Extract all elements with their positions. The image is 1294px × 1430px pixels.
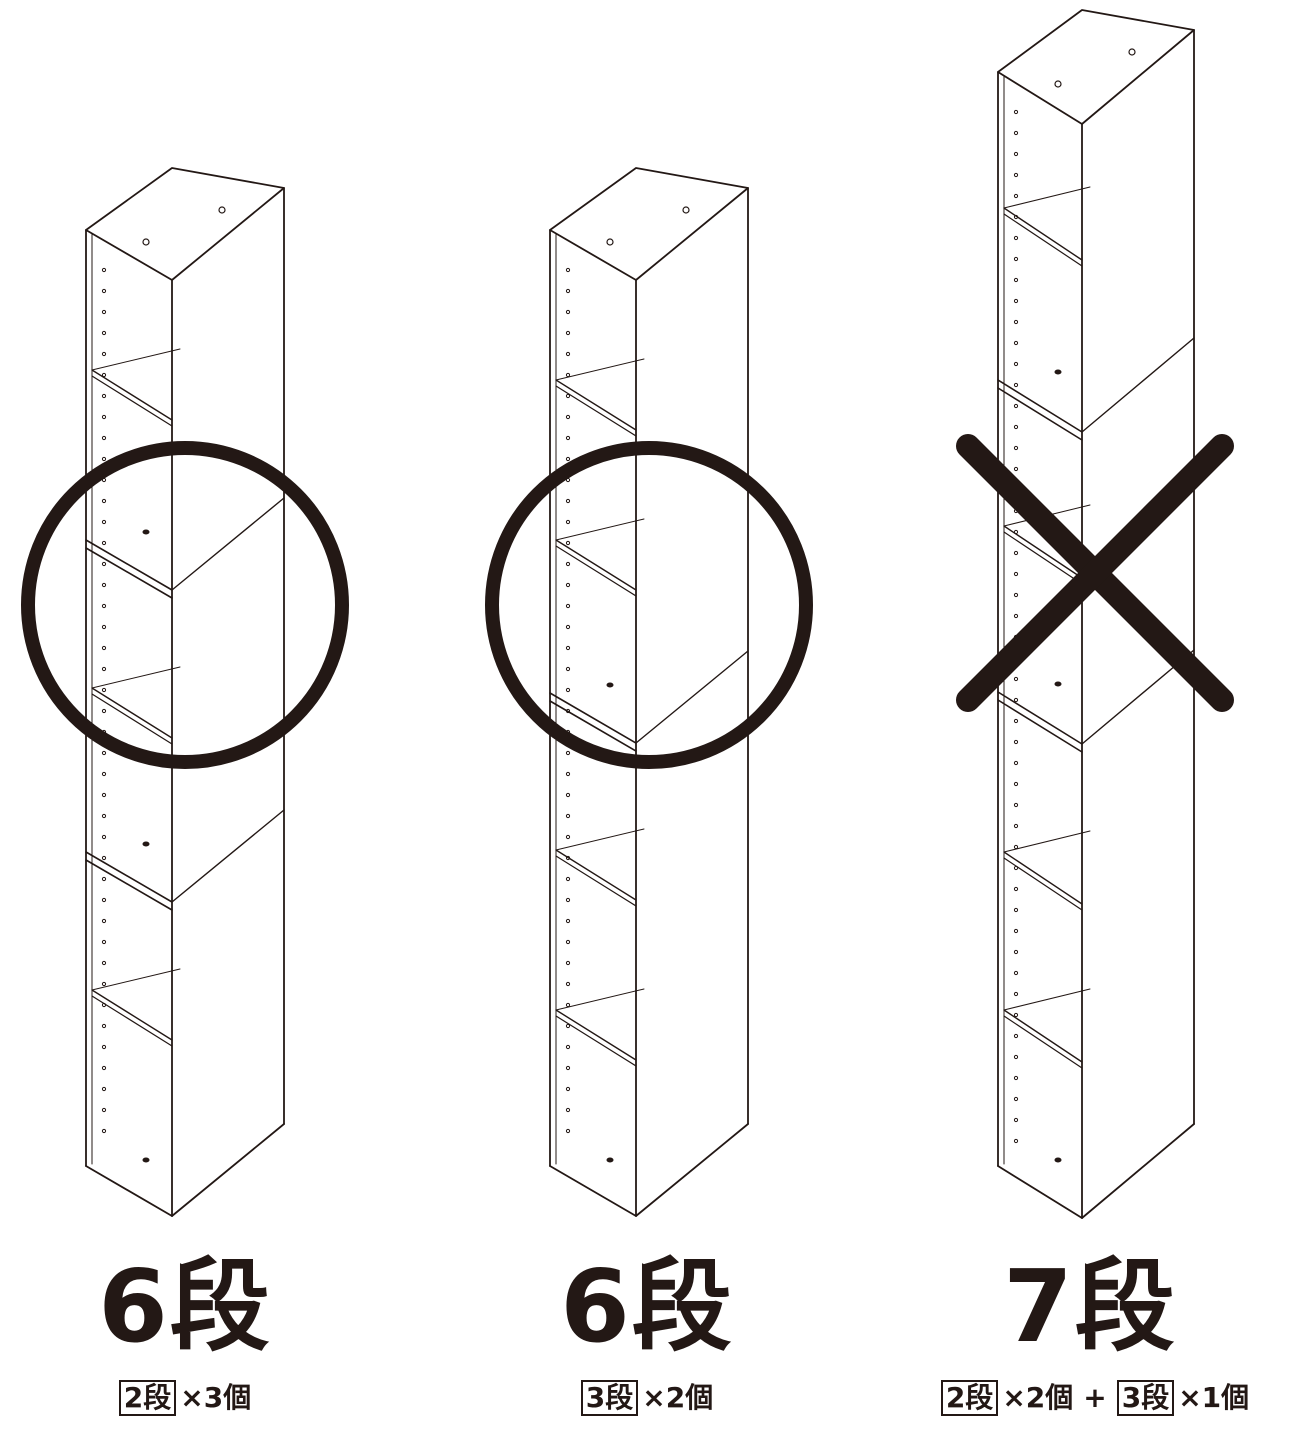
dowel-hole <box>1128 48 1136 56</box>
peg-hole <box>142 1157 150 1163</box>
peg-hole <box>1054 369 1062 375</box>
dowel-hole <box>1054 80 1062 88</box>
config-3-total: 7段 <box>1003 1248 1177 1365</box>
unit-count: ×2個 <box>642 1381 714 1414</box>
peg-hole <box>1054 681 1062 687</box>
peg-hole <box>1054 1157 1062 1163</box>
config-2-combination: 3段×2個 <box>522 1378 772 1418</box>
ok-circle-mark <box>485 441 813 769</box>
unit-badge: 2段 <box>118 1380 177 1416</box>
dowel-hole <box>606 238 614 246</box>
unit-badge: 2段 <box>940 1380 999 1416</box>
peg-hole <box>606 1157 614 1163</box>
peg-hole <box>606 682 614 688</box>
unit-badge: 3段 <box>1116 1380 1175 1416</box>
unit-badge: 3段 <box>580 1380 639 1416</box>
peg-hole <box>142 841 150 847</box>
config-2-total: 6段 <box>560 1248 734 1365</box>
tower-6-stack-2x3 <box>85 167 285 1217</box>
tower-6-stack-3x2 <box>549 167 749 1217</box>
tower-7-stack <box>997 9 1195 1219</box>
unit-count: ×2個 <box>1002 1381 1074 1414</box>
unit-count: ×1個 <box>1178 1381 1250 1414</box>
peg-hole <box>142 529 150 535</box>
dowel-hole <box>682 206 690 214</box>
config-1-total: 6段 <box>98 1248 272 1365</box>
plus-sign: + <box>1083 1381 1107 1414</box>
ok-circle-mark <box>21 441 349 769</box>
config-3-combination: 2段×2個 +3段×1個 <box>900 1378 1290 1418</box>
dowel-hole <box>142 238 150 246</box>
dowel-hole <box>218 206 226 214</box>
unit-count: ×3個 <box>180 1381 252 1414</box>
config-1-combination: 2段×3個 <box>60 1378 310 1418</box>
ng-cross-mark <box>956 434 1234 712</box>
